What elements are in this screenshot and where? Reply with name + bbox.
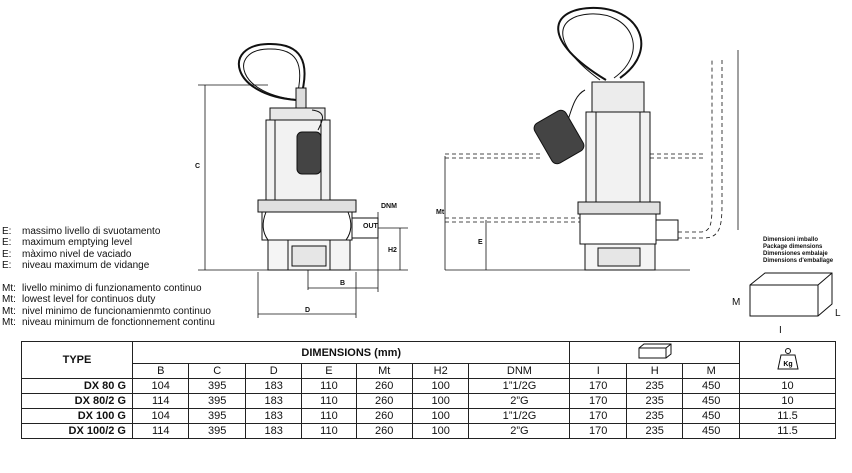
value-cell: 11.5 — [739, 423, 836, 439]
value-cell: 11.5 — [739, 408, 836, 424]
right-dimension-lines — [444, 156, 487, 270]
col-header: I — [569, 363, 627, 379]
legend-mt-row: Mt:nivel minimo de funcionamienmto conti… — [2, 305, 211, 317]
col-header: H — [625, 363, 684, 379]
value-cell: 170 — [569, 423, 627, 439]
type-header: TYPE — [21, 341, 133, 379]
col-header: DNM — [468, 363, 571, 379]
label-out: OUT — [363, 223, 379, 230]
model-cell: DX 100 G — [21, 408, 133, 424]
package-box-drawing — [749, 272, 833, 317]
value-cell: 110 — [301, 378, 357, 394]
label-d: D — [305, 307, 310, 314]
legend-mt-row: Mt:niveau minimum de fonctionnement cont… — [2, 316, 215, 328]
value-cell: 183 — [244, 408, 303, 424]
left-dimension-lines — [198, 84, 408, 318]
dimensions-table: TYPE DIMENSIONS (mm) Kg B C D E Mt H2 DN… — [21, 341, 836, 439]
value-cell: 235 — [625, 408, 684, 424]
right-pump-drawing — [533, 6, 679, 271]
legend-mt: Mt:livello minimo di funzionamento conti… — [2, 283, 215, 328]
value-cell: 10 — [739, 378, 836, 394]
value-cell: 260 — [355, 378, 413, 394]
value-cell: 104 — [131, 408, 190, 424]
value-cell: 450 — [682, 423, 740, 439]
value-cell: 110 — [301, 408, 357, 424]
value-cell: 170 — [569, 408, 627, 424]
col-header: M — [682, 363, 740, 379]
package-box-icon — [638, 343, 672, 359]
value-cell: 450 — [682, 408, 740, 424]
value-cell: 450 — [682, 393, 740, 409]
label-e: E — [478, 239, 483, 246]
pump-technical-drawing: C DNM OUT H2 B D Mt E M L I — [195, 6, 841, 336]
legend-mt-row: Mt:lowest level for continuos duty — [2, 294, 156, 306]
legend-e-row: E:màximo nivel de vaciado — [2, 248, 132, 260]
package-header — [569, 341, 740, 364]
model-cell: DX 80 G — [21, 378, 133, 394]
col-header: E — [301, 363, 357, 379]
value-cell: 170 — [569, 378, 627, 394]
label-l: L — [835, 308, 841, 319]
value-cell: 395 — [188, 378, 246, 394]
legend-mt-row: Mt:livello minimo di funzionamento conti… — [2, 283, 202, 294]
value-cell: 183 — [244, 378, 303, 394]
value-cell: 235 — [625, 378, 684, 394]
value-cell: 183 — [244, 423, 303, 439]
value-cell: 110 — [301, 393, 357, 409]
col-header: Mt — [355, 363, 413, 379]
value-cell: 100 — [411, 378, 470, 394]
value-cell: 114 — [131, 393, 190, 409]
value-cell: 100 — [411, 423, 470, 439]
value-cell: 235 — [625, 423, 684, 439]
col-header: C — [188, 363, 246, 379]
col-header: B — [131, 363, 190, 379]
left-pump-drawing — [238, 42, 379, 271]
label-mt: Mt — [436, 209, 445, 216]
value-cell: 183 — [244, 393, 303, 409]
legend-e: E:massimo livello di svuotamento E:maxim… — [2, 226, 160, 271]
weight-icon: Kg — [776, 347, 799, 369]
model-cell: DX 80/2 G — [21, 393, 133, 409]
value-cell: 100 — [411, 393, 470, 409]
label-dnm: DNM — [381, 203, 397, 210]
dimensions-header: DIMENSIONS (mm) — [131, 341, 571, 364]
value-cell: 1”1/2G — [468, 408, 571, 424]
value-cell: 395 — [188, 423, 246, 439]
value-cell: 170 — [569, 393, 627, 409]
legend-e-row: E:niveau maximum de vidange — [2, 259, 150, 271]
legend-e-row: E:massimo livello di svuotamento — [2, 226, 161, 237]
value-cell: 110 — [301, 423, 357, 439]
value-cell: 10 — [739, 393, 836, 409]
value-cell: 2”G — [468, 423, 571, 439]
label-b: B — [340, 280, 345, 287]
value-cell: 114 — [131, 423, 190, 439]
col-header: H2 — [411, 363, 470, 379]
legend-e-row: E:maximum emptying level — [2, 237, 133, 249]
value-cell: 1”1/2G — [468, 378, 571, 394]
value-cell: 395 — [188, 408, 246, 424]
value-cell: 100 — [411, 408, 470, 424]
value-cell: 235 — [625, 393, 684, 409]
col-header: D — [244, 363, 303, 379]
weight-unit: Kg — [783, 361, 792, 368]
value-cell: 260 — [355, 408, 413, 424]
weight-header: Kg — [739, 341, 836, 379]
label-i: I — [779, 325, 782, 336]
value-cell: 260 — [355, 423, 413, 439]
label-m: M — [732, 297, 740, 308]
value-cell: 104 — [131, 378, 190, 394]
model-cell: DX 100/2 G — [21, 423, 133, 439]
water-levels — [445, 58, 723, 239]
label-c: C — [195, 163, 200, 170]
value-cell: 395 — [188, 393, 246, 409]
label-h2: H2 — [388, 247, 397, 254]
value-cell: 2”G — [468, 393, 571, 409]
value-cell: 450 — [682, 378, 740, 394]
package-notes: Dimensioni imballo Package dimensions Di… — [763, 237, 834, 264]
value-cell: 260 — [355, 393, 413, 409]
